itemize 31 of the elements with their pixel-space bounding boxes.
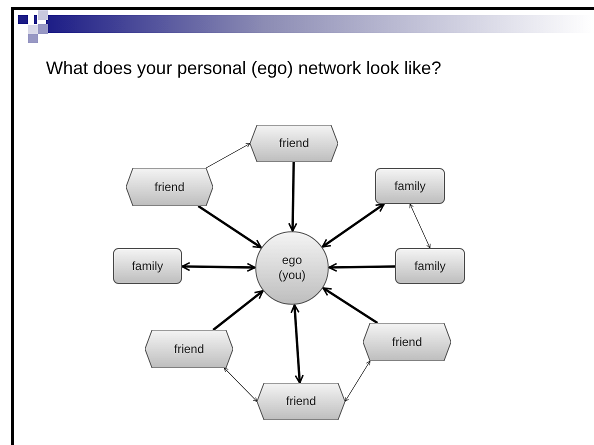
arrow bbox=[288, 162, 298, 232]
node-label: friend bbox=[172, 342, 206, 356]
rounded-box bbox=[375, 168, 445, 204]
ego-circle bbox=[255, 231, 329, 305]
arrow bbox=[328, 262, 396, 272]
hexagon-node bbox=[257, 383, 345, 420]
node-label: family bbox=[413, 258, 447, 274]
node-label: friend bbox=[278, 136, 310, 151]
arrow bbox=[322, 203, 385, 248]
arrow bbox=[198, 205, 262, 249]
arrow bbox=[322, 287, 378, 324]
slide-title: What does your personal (ego) network look like? bbox=[46, 57, 442, 80]
hexagon-node bbox=[145, 330, 233, 368]
hexagon-node bbox=[250, 125, 338, 162]
node-label: friend bbox=[284, 394, 318, 409]
arrow bbox=[290, 304, 304, 384]
node-label: friend bbox=[390, 334, 424, 350]
hexagon-node bbox=[363, 323, 451, 361]
arrow bbox=[410, 204, 430, 248]
arrow bbox=[181, 262, 256, 272]
arrow bbox=[224, 368, 258, 402]
node-label: family bbox=[393, 178, 427, 194]
rounded-box bbox=[113, 248, 182, 284]
arrow bbox=[206, 143, 250, 168]
rounded-box bbox=[395, 248, 465, 284]
arrow bbox=[344, 360, 370, 402]
hexagon-node bbox=[126, 168, 213, 206]
node-label: friend bbox=[153, 180, 186, 194]
node-label: family bbox=[130, 258, 164, 274]
arrow bbox=[212, 290, 264, 331]
node-label: ego (you) bbox=[277, 253, 307, 283]
